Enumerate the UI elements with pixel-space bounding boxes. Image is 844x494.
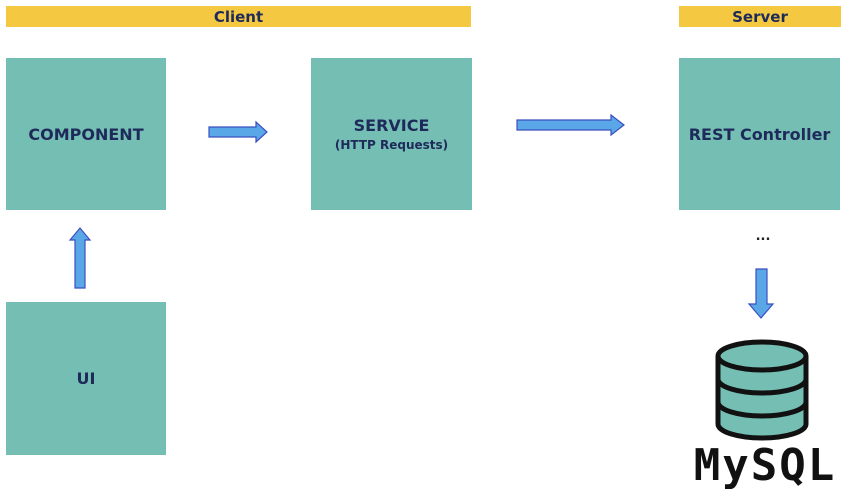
ellipsis-text: ... [755, 229, 771, 244]
arrow-rest-to-database [747, 268, 775, 319]
server-header-label: Server [732, 7, 788, 26]
service-label: SERVICE [353, 116, 430, 135]
mysql-label: MySQL [693, 440, 837, 491]
client-header-label: Client [213, 7, 264, 26]
server-header: Server [679, 6, 841, 27]
arrow-ui-to-component [68, 227, 92, 289]
service-box: SERVICE (HTTP Requests) [311, 58, 472, 210]
rest-controller-box: REST Controller [679, 58, 840, 210]
ui-label: UI [76, 369, 96, 388]
component-label: COMPONENT [28, 124, 144, 144]
component-box: COMPONENT [6, 58, 166, 210]
database-icon [715, 339, 809, 441]
arrow-service-to-rest [516, 113, 625, 137]
service-sublabel: (HTTP Requests) [334, 138, 449, 152]
rest-controller-label: REST Controller [688, 124, 831, 144]
ui-box: UI [6, 302, 166, 455]
client-header: Client [6, 6, 471, 27]
arrow-component-to-service [208, 120, 268, 144]
